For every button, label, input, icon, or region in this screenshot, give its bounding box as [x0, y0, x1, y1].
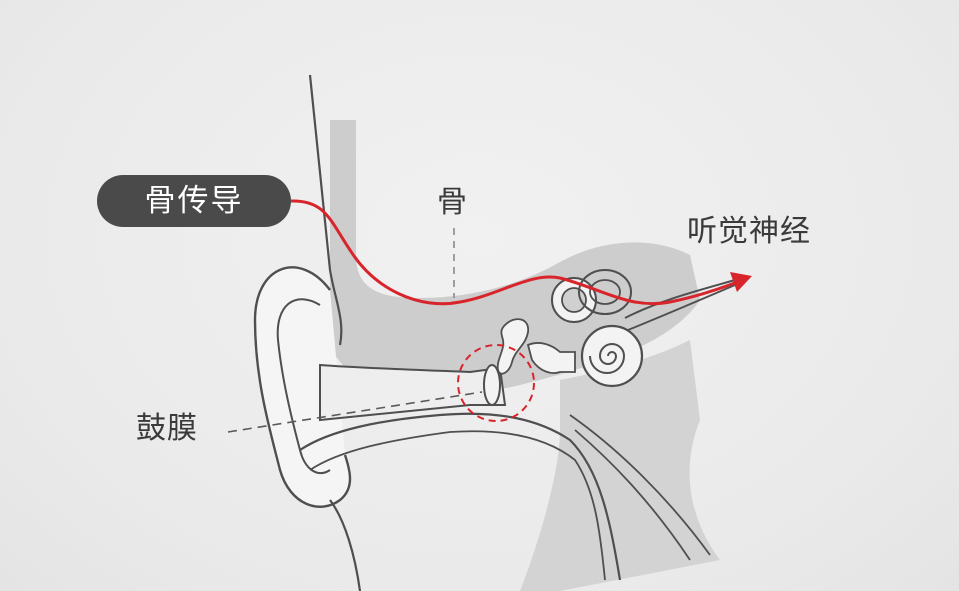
eardrum-highlight-circle — [457, 344, 535, 422]
auditory-nerve-bundle — [624, 279, 736, 319]
ear-canal-wall-lower — [299, 412, 622, 581]
auditory-nerve-label: 听觉神经 — [687, 214, 811, 249]
ear-canal — [319, 363, 507, 422]
semicircular-canal-2-inner — [589, 279, 621, 305]
ear-canal-wall-lower-2 — [309, 430, 606, 581]
jaw-outline — [329, 499, 362, 591]
eardrum-membrane — [483, 364, 501, 406]
semicircular-canal-2 — [578, 269, 632, 315]
eardrum-label: 鼓膜 — [136, 411, 198, 446]
bone-conduction-path — [290, 199, 746, 306]
bone-label: 骨 — [437, 185, 468, 220]
ossicles — [496, 318, 529, 375]
stapes — [526, 342, 576, 374]
bone-conduction-badge: 骨传导 — [97, 175, 291, 227]
semicircular-canal-1-inner — [561, 287, 587, 313]
eardrum-leader-line — [227, 391, 483, 433]
temporal-bone-lower — [520, 340, 720, 591]
cochlea-spiral — [589, 343, 626, 374]
auditory-nerve-bundle-2 — [627, 284, 736, 331]
head-outline — [308, 74, 343, 346]
neck-outline — [574, 429, 691, 561]
bone-conduction-arrowhead — [730, 272, 752, 292]
skull-bone-shape — [330, 120, 700, 394]
neck-outline-2 — [569, 414, 711, 556]
auricle-inner-fold — [276, 298, 331, 475]
